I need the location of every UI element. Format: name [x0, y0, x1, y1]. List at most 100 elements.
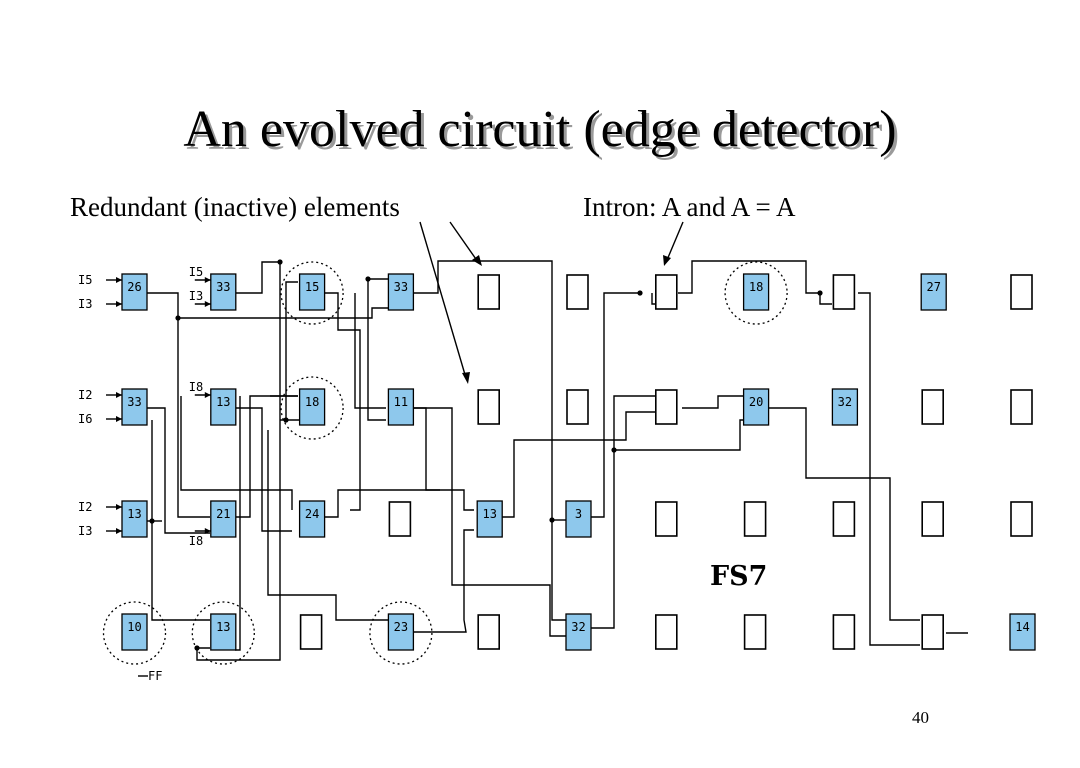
empty-slot — [299, 614, 323, 650]
empty-slot — [1010, 501, 1033, 537]
empty-slot — [477, 614, 501, 650]
empty-slot — [477, 274, 501, 310]
logic-cell: 33 — [387, 273, 415, 311]
dashed-highlight-circle — [280, 376, 344, 440]
cell-value: 3 — [575, 507, 582, 521]
output-flipflop: FF — [138, 669, 162, 683]
cell-value: 23 — [394, 620, 408, 634]
empty-slot — [388, 501, 412, 537]
input-pin: I2 — [78, 500, 122, 514]
cell-value: 13 — [127, 507, 141, 521]
empty-slot — [921, 501, 945, 537]
cell-value: 26 — [127, 280, 141, 294]
empty-slot — [743, 614, 767, 650]
empty-slot — [566, 389, 589, 425]
logic-cell: 27 — [920, 273, 947, 311]
cell-value: 27 — [926, 280, 940, 294]
dashed-highlight-circle — [724, 261, 788, 325]
logic-cell: 21 — [210, 500, 237, 538]
input-label: I3 — [189, 289, 203, 303]
logic-cell: 14 — [1009, 613, 1036, 651]
input-label: I2 — [78, 388, 92, 402]
empty-slot — [654, 614, 678, 650]
intron-label: Intron: A and A = A — [583, 192, 796, 222]
page-number: 40 — [912, 708, 929, 727]
cell-value: 13 — [216, 620, 230, 634]
annotation-arrows — [419, 221, 684, 384]
logic-cell: 33 — [210, 273, 237, 311]
empty-slot — [654, 501, 678, 537]
empty-slot — [921, 389, 945, 425]
cell-value: 18 — [305, 395, 319, 409]
logic-cell: 23 — [387, 613, 415, 651]
cell-value: 13 — [482, 507, 496, 521]
dashed-highlight-circle — [191, 601, 255, 665]
slide-title: An evolved circuit (edge detector) — [183, 101, 897, 158]
logic-cell: 10 — [121, 613, 148, 651]
input-label: I8 — [189, 534, 203, 548]
dashed-highlight-circle — [369, 601, 433, 665]
cell-value: 32 — [571, 620, 585, 634]
cell-value: 15 — [305, 280, 319, 294]
cell-value: 33 — [216, 280, 230, 294]
cell-value: 24 — [305, 507, 319, 521]
empty-slot — [832, 501, 856, 537]
empty-slot — [743, 501, 767, 537]
input-pin: I3 — [189, 289, 211, 307]
logic-cell: 13 — [121, 500, 148, 538]
input-pin: I8 — [189, 528, 211, 548]
empty-slot — [832, 274, 856, 310]
input-label: I6 — [78, 412, 92, 426]
input-pin: I5 — [189, 265, 211, 283]
empty-slot — [654, 274, 678, 310]
empty-slot — [1010, 274, 1033, 310]
input-label: I3 — [78, 524, 92, 538]
logic-cell: 13 — [210, 613, 237, 651]
empty-slot — [477, 389, 501, 425]
input-label: I5 — [78, 273, 92, 287]
input-label: I3 — [78, 297, 92, 311]
grid-label: FS7 — [710, 561, 767, 592]
input-pin: I3 — [78, 297, 122, 311]
input-label: I2 — [78, 500, 92, 514]
logic-cell: 32 — [831, 388, 859, 426]
cell-value: 18 — [749, 280, 763, 294]
empty-slot — [566, 274, 589, 310]
input-pin: I3 — [78, 524, 122, 538]
cell-value: 32 — [838, 395, 852, 409]
logic-cell: 13 — [476, 500, 503, 538]
input-pin: I5 — [78, 273, 122, 287]
logic-cell: 18 — [742, 273, 770, 311]
input-label: I5 — [189, 265, 203, 279]
cell-value: 33 — [394, 280, 408, 294]
empty-cell-slots — [299, 274, 1033, 650]
logic-cell: 18 — [298, 388, 326, 426]
input-label: I8 — [189, 380, 203, 394]
dashed-highlight-circle — [280, 261, 344, 325]
dashed-highlight-circle — [102, 601, 167, 665]
logic-cell: 13 — [210, 388, 237, 426]
cell-value: 33 — [127, 395, 141, 409]
logic-cell: 11 — [387, 388, 415, 426]
empty-slot — [832, 614, 856, 650]
logic-cell: 15 — [298, 273, 326, 311]
logic-cell: 33 — [121, 388, 148, 426]
cell-value: 11 — [394, 395, 408, 409]
logic-cell: 32 — [565, 613, 592, 651]
logic-cell: 26 — [121, 273, 148, 311]
cell-value: 10 — [127, 620, 141, 634]
logic-cell: 3 — [565, 500, 592, 538]
empty-slot — [1010, 389, 1033, 425]
cell-value: 21 — [216, 507, 230, 521]
input-pin: I6 — [78, 412, 122, 426]
cell-value: 13 — [216, 395, 230, 409]
input-pin: I2 — [78, 388, 122, 402]
circuit-wires — [147, 260, 968, 661]
redundant-elements-label: Redundant (inactive) elements — [70, 192, 400, 222]
cell-value: 14 — [1015, 620, 1029, 634]
empty-slot — [654, 389, 678, 425]
wire-junctions — [149, 259, 823, 651]
